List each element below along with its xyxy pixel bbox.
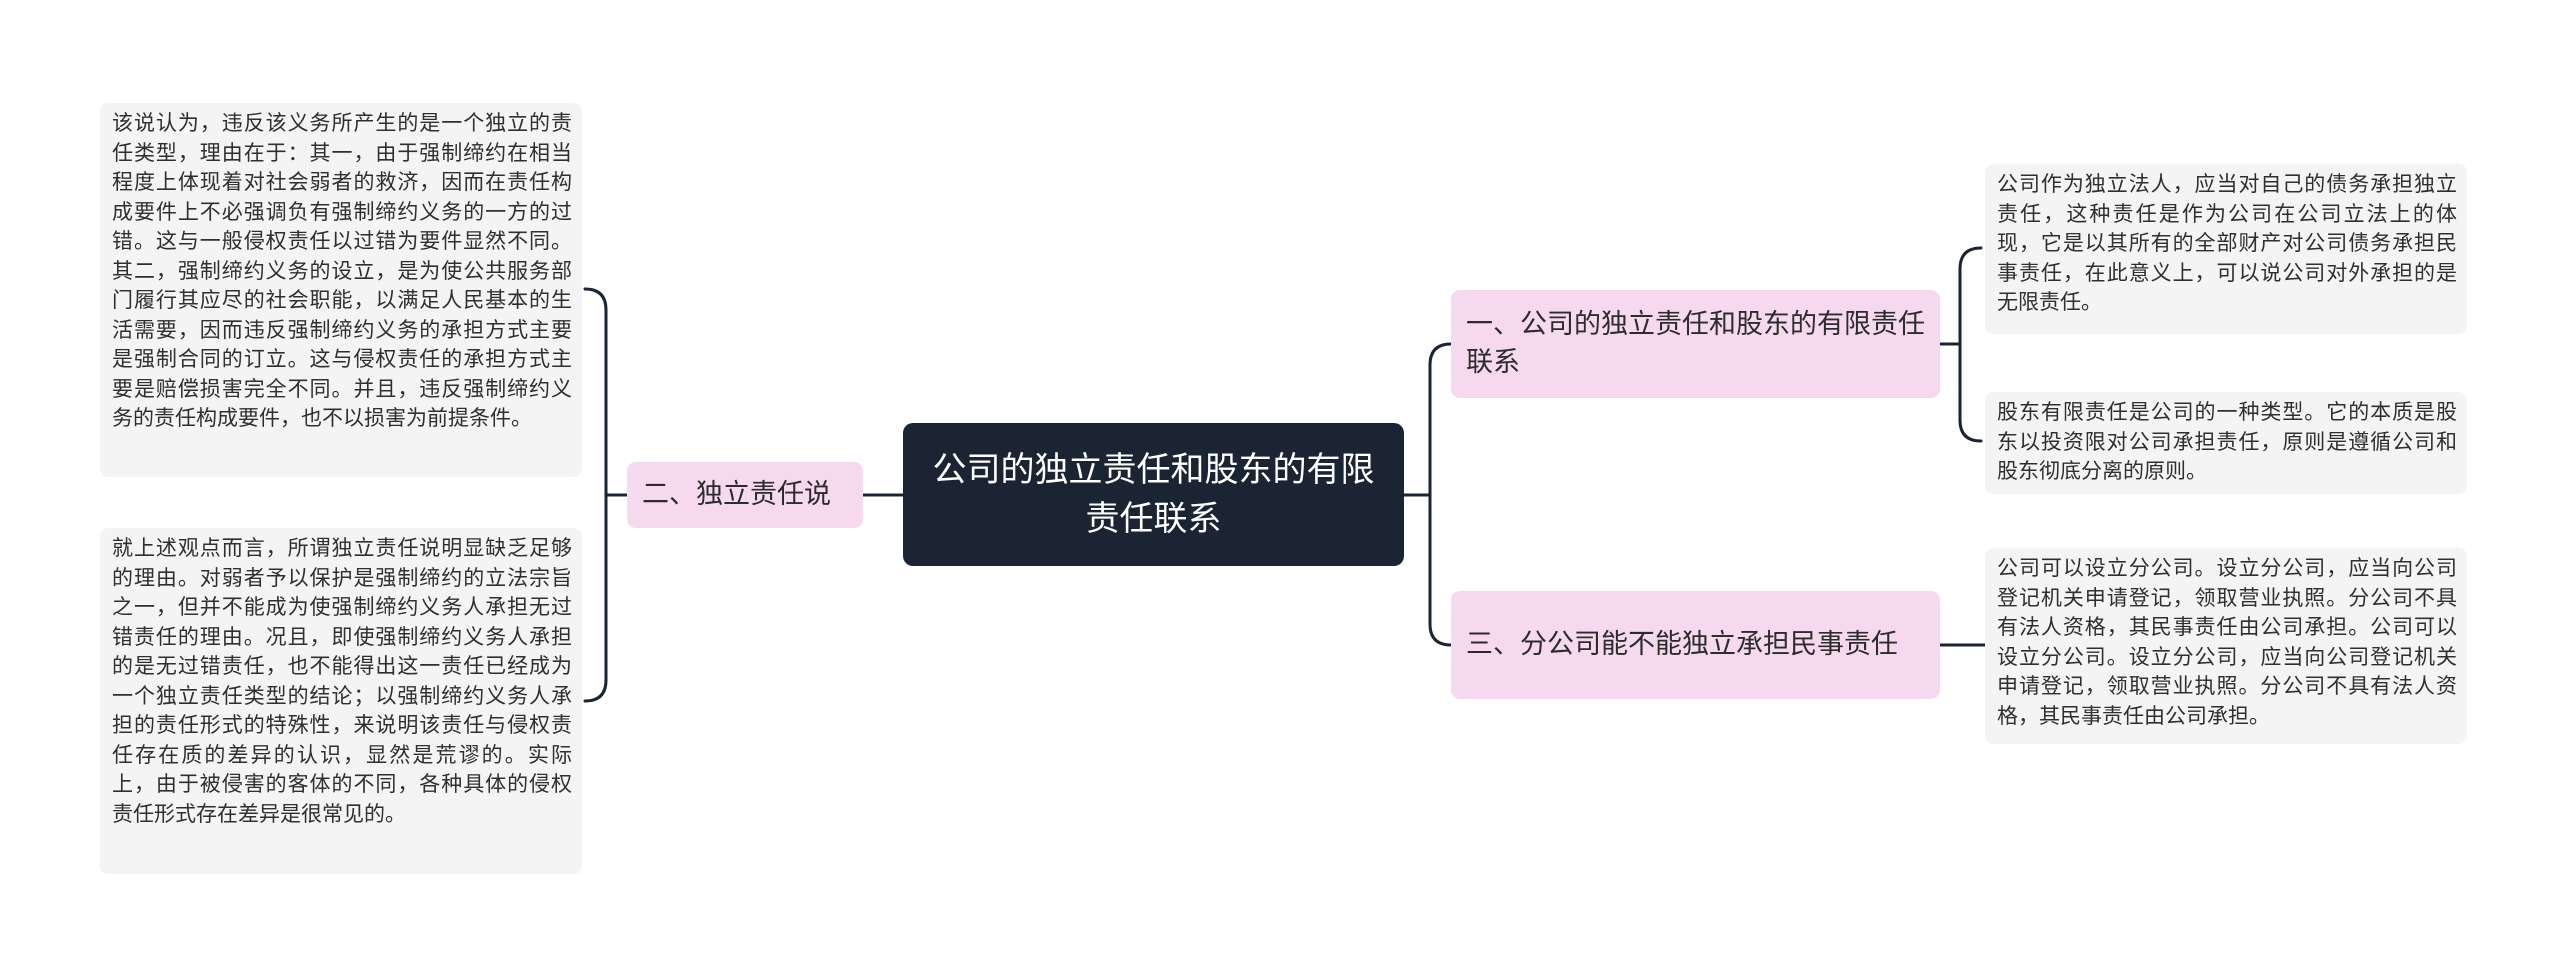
leaf-topic-2-2[interactable]: 就上述观点而言，所谓独立责任说明显缺乏足够的理由。对弱者予以保护是强制缔约的立法… [100, 528, 582, 874]
leaf-topic-3-1-text: 公司可以设立分公司。设立分公司，应当向公司登记机关申请登记，领取营业执照。分公司… [1997, 556, 2457, 728]
branch-topic-2[interactable]: 二、独立责任说 [627, 462, 863, 528]
branch-topic-3-label: 三、分公司能不能独立承担民事责任 [1466, 629, 1898, 660]
connector-right-trunk [1428, 342, 1453, 647]
leaf-topic-1-2-text: 股东有限责任是公司的一种类型。它的本质是股东以投资限对公司承担责任，原则是遵循公… [1997, 400, 2457, 483]
leaf-topic-1-1-text: 公司作为独立法人，应当对自己的债务承担独立责任，这种责任是作为公司在公司立法上的… [1997, 172, 2457, 314]
branch-topic-3[interactable]: 三、分公司能不能独立承担民事责任 [1451, 591, 1940, 699]
branch-topic-1-label: 一、公司的独立责任和股东的有限责任联系 [1466, 309, 1925, 378]
leaf-topic-3-1[interactable]: 公司可以设立分公司。设立分公司，应当向公司登记机关申请登记，领取营业执照。分公司… [1985, 548, 2467, 744]
leaf-topic-2-2-text: 就上述观点而言，所谓独立责任说明显缺乏足够的理由。对弱者予以保护是强制缔约的立法… [112, 536, 572, 826]
connector-branch-1-leaves [1938, 246, 1983, 443]
branch-topic-2-label: 二、独立责任说 [642, 479, 831, 510]
root-topic-label: 公司的独立责任和股东的有限责任联系 [932, 449, 1375, 539]
connector-branch-2-leaves [583, 287, 629, 703]
leaf-topic-1-1[interactable]: 公司作为独立法人，应当对自己的债务承担独立责任，这种责任是作为公司在公司立法上的… [1985, 164, 2467, 334]
root-topic[interactable]: 公司的独立责任和股东的有限责任联系 [903, 423, 1404, 566]
branch-topic-1[interactable]: 一、公司的独立责任和股东的有限责任联系 [1451, 290, 1940, 398]
leaf-topic-2-1-text: 该说认为，违反该义务所产生的是一个独立的责任类型，理由在于：其一，由于强制缔约在… [112, 111, 572, 430]
leaf-topic-1-2[interactable]: 股东有限责任是公司的一种类型。它的本质是股东以投资限对公司承担责任，原则是遵循公… [1985, 392, 2467, 494]
leaf-topic-2-1[interactable]: 该说认为，违反该义务所产生的是一个独立的责任类型，理由在于：其一，由于强制缔约在… [100, 103, 582, 477]
